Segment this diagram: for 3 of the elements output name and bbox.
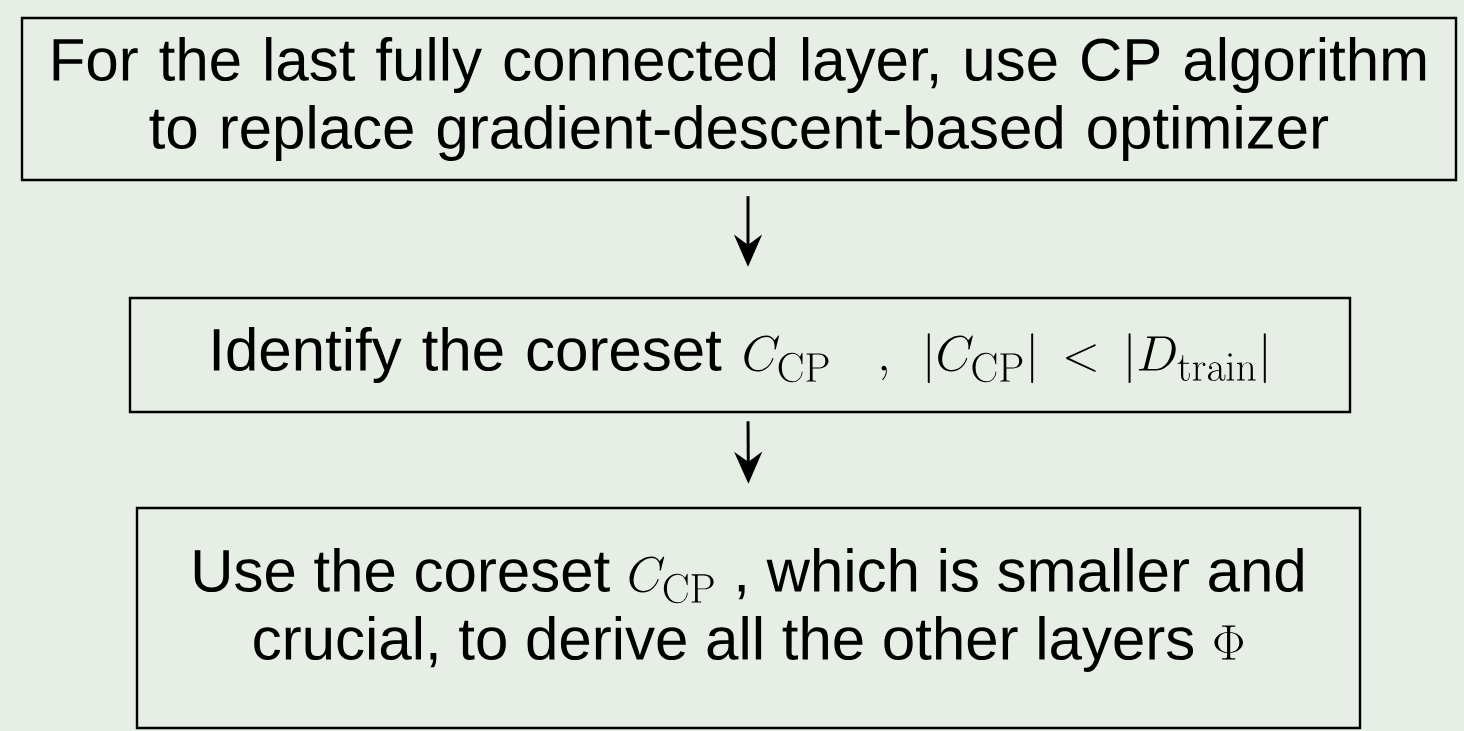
process-box: For the last fully connected layer, use CP algorithm to replace gradient-descent-based optimizer <box>20 16 1458 182</box>
process-box: Use the coreset $C_{\mathrm{CP}}$ , which is smaller and crucial, to derive all the other layers $\Phi$ <box>135 506 1362 730</box>
process-box: Identify the coreset $C_{\mathrm{CP}}\;\;,\;|C_{\mathrm{CP}}| < |D_{\mathrm{train}}|$ <box>128 296 1352 414</box>
